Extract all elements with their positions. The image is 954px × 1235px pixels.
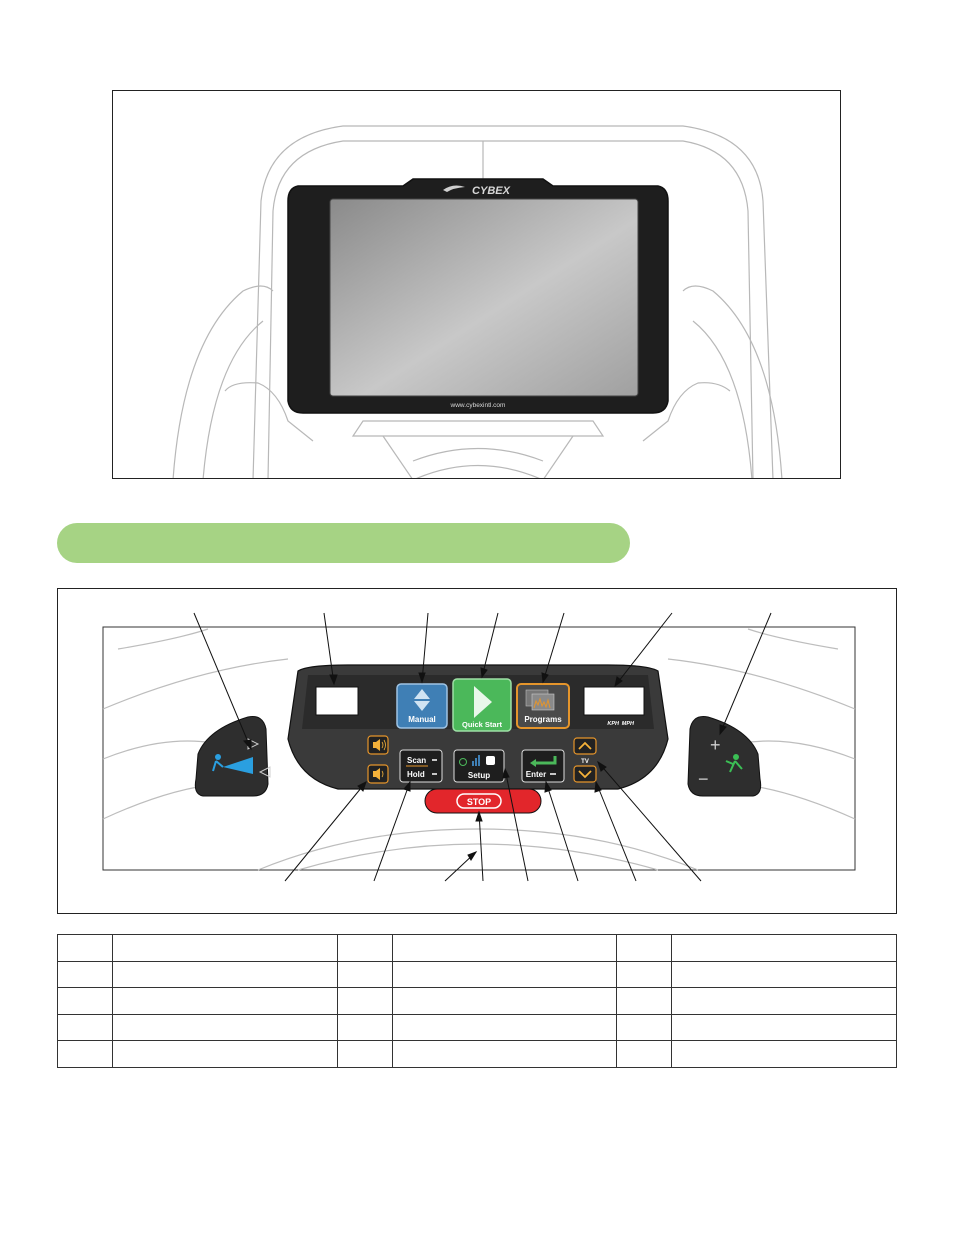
table-cell (111, 960, 338, 988)
table-cell (57, 1040, 113, 1068)
console-outline (102, 628, 856, 871)
manual-label: Manual (408, 715, 436, 724)
table-cell (391, 960, 618, 988)
play-icon (474, 686, 492, 718)
table-cell (111, 1013, 338, 1041)
table-cell (57, 1013, 113, 1041)
table-row (57, 1040, 897, 1068)
heart-rate-icon (486, 756, 495, 765)
console-screen-figure: CYBEX www.cybexintl.com (112, 90, 841, 479)
stop-label: STOP (467, 797, 491, 807)
incline-down-arrow-icon (258, 766, 271, 778)
table-row (57, 987, 897, 1015)
table-cell (616, 987, 673, 1015)
quick-start-label: Quick Start (462, 720, 503, 729)
table-cell (391, 1040, 618, 1068)
control-panel-figure: + − KPH MPH Manual Quick Start (57, 588, 897, 914)
table-cell (336, 1040, 393, 1068)
volume-up-button[interactable] (367, 735, 389, 755)
chevron-down-icon (578, 770, 592, 779)
console-screen-drawing: CYBEX www.cybexintl.com (172, 125, 783, 478)
incline-icon (223, 757, 253, 774)
chevron-up-icon (578, 741, 592, 750)
table-cell (616, 960, 673, 988)
table-cell (671, 987, 897, 1015)
table-cell (336, 987, 393, 1015)
speed-pod (687, 716, 762, 797)
speed-minus-icon: − (698, 769, 709, 789)
table-cell (336, 934, 393, 962)
incline-button[interactable] (212, 738, 271, 778)
table-cell (336, 1013, 393, 1041)
runner-icon (725, 760, 743, 773)
tv-up-button[interactable] (573, 737, 597, 755)
table-cell (671, 934, 897, 962)
volume-up-icon (373, 739, 380, 751)
table-cell (111, 934, 338, 962)
table-cell (391, 934, 618, 962)
table-cell (391, 1013, 618, 1041)
speed-button[interactable]: + − (698, 735, 743, 789)
table-cell (671, 960, 897, 988)
enter-label: Enter (526, 770, 546, 779)
manual-up-icon (414, 689, 430, 699)
manual-button[interactable]: Manual (396, 683, 448, 729)
table-cell (671, 1013, 897, 1041)
callout-lines-bottom (284, 760, 702, 882)
volume-down-icon (373, 768, 380, 780)
level-icon (472, 761, 474, 766)
setup-button[interactable]: Setup (453, 749, 505, 783)
callout-lines-top (193, 612, 772, 751)
table-cell (57, 987, 113, 1015)
enter-arrow-icon (534, 756, 557, 765)
timer-icon (459, 758, 467, 766)
stop-button[interactable]: STOP (424, 788, 542, 814)
table-cell (111, 987, 338, 1015)
setup-label: Setup (468, 771, 490, 780)
cybex-logo-icon (443, 185, 465, 192)
kph-label: KPH (607, 721, 620, 727)
programs-label: Programs (524, 715, 562, 724)
right-display-window (583, 686, 645, 716)
section-header-pill (57, 523, 630, 563)
volume-down-button[interactable] (367, 764, 389, 784)
table-cell (336, 960, 393, 988)
website-label: www.cybexintl.com (450, 402, 506, 409)
control-panel-drawing: + − KPH MPH Manual Quick Start (102, 612, 856, 882)
enter-button[interactable]: Enter (521, 749, 565, 783)
legend-table (57, 934, 897, 1068)
tv-label: TV (581, 759, 589, 765)
table-cell (57, 960, 113, 988)
tv-down-button[interactable] (573, 765, 597, 783)
table-cell (57, 934, 113, 962)
table-row (57, 960, 897, 988)
quick-start-button[interactable]: Quick Start (452, 678, 512, 732)
mph-label: MPH (622, 721, 635, 727)
hold-label: Hold (407, 770, 425, 779)
table-cell (616, 1040, 673, 1068)
table-cell (616, 1013, 673, 1041)
brand-logo: CYBEX (472, 185, 511, 197)
table-cell (111, 1040, 338, 1068)
manual-down-icon (414, 701, 430, 711)
left-display-window (315, 686, 359, 716)
programs-button[interactable]: Programs (516, 683, 570, 729)
scan-label: Scan (407, 756, 426, 765)
incline-pod (194, 716, 269, 797)
scan-hold-button[interactable]: Scan Hold (399, 749, 443, 783)
table-row (57, 1013, 897, 1041)
table-cell (671, 1040, 897, 1068)
table-cell (391, 987, 618, 1015)
table-row (57, 934, 897, 962)
speed-plus-icon: + (710, 735, 721, 755)
table-cell (616, 934, 673, 962)
